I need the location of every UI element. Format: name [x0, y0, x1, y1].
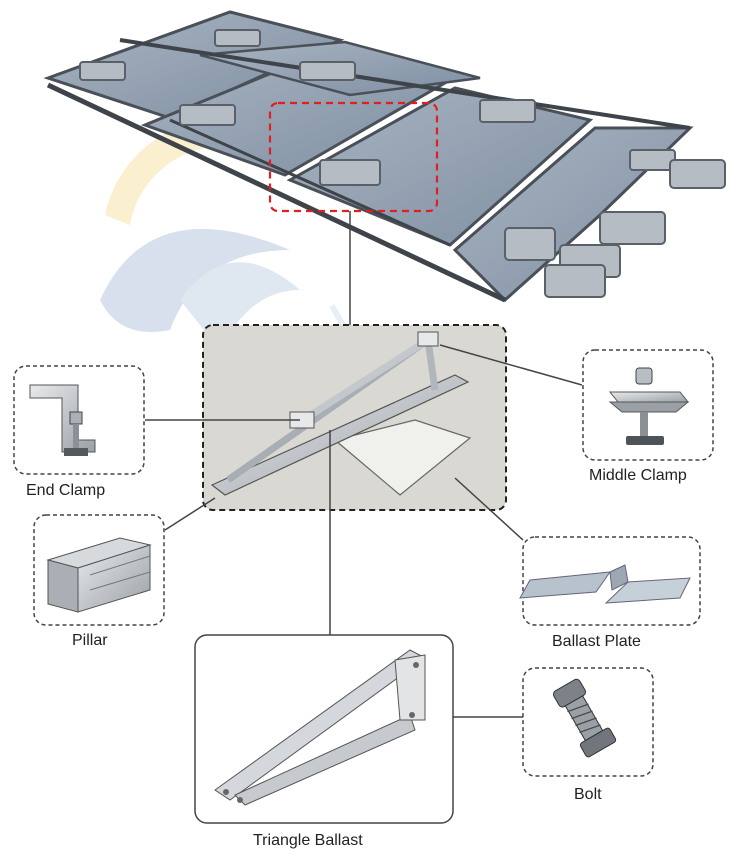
middle-clamp-label: Middle Clamp [589, 467, 687, 484]
triangle-ballast-label: Triangle Ballast [253, 832, 363, 849]
end-clamp-label: End Clamp [26, 482, 106, 499]
pillar-icon [46, 537, 152, 613]
middle-clamp-icon [608, 367, 690, 445]
solar-array [43, 10, 726, 303]
end-clamp-icon [29, 384, 96, 456]
ballast-plate-icon [519, 564, 691, 604]
highlight-box [268, 101, 439, 213]
bolt-icon [552, 678, 617, 758]
detail-view [202, 324, 507, 511]
bolt-label: Bolt [574, 786, 602, 803]
pillar-label: Pillar [72, 632, 108, 649]
triangle-ballast-icon [214, 649, 426, 806]
ballast-plate-label: Ballast Plate [552, 633, 641, 650]
